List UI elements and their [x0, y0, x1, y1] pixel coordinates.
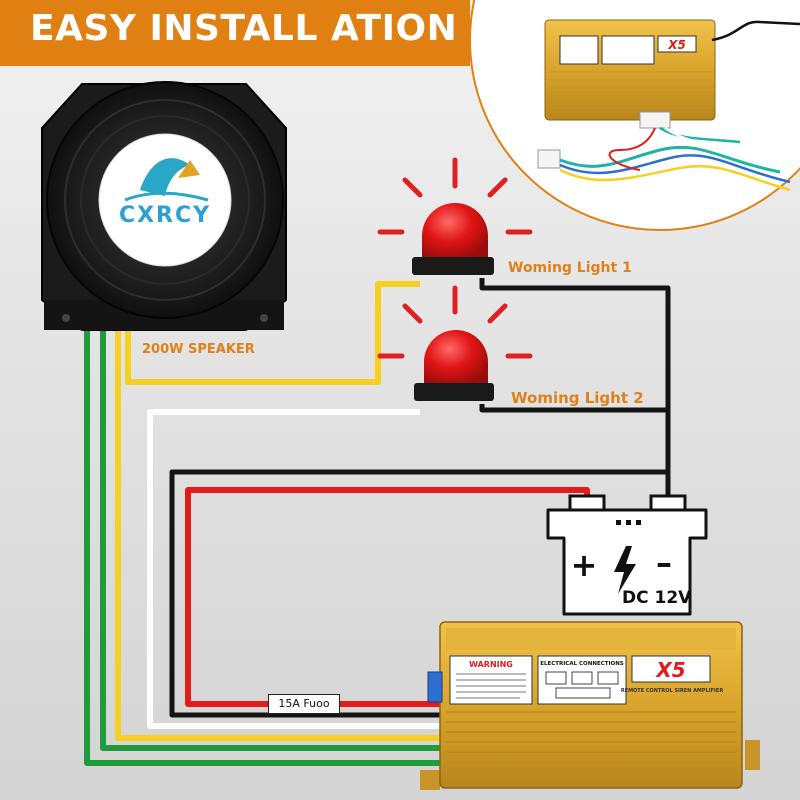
inset-wire-harness: [537, 111, 791, 192]
warning-light-1: [377, 157, 533, 275]
speaker-label: 200W SPEAKER: [142, 342, 255, 357]
speaker-brand-text: CXRCY: [119, 203, 211, 228]
battery: + –: [546, 494, 708, 616]
fuse-label: 15A Fuoo: [268, 694, 340, 714]
amp-connections-text: ELECTRICAL CONNECTIONS: [540, 661, 624, 667]
lightning-icon: [614, 546, 636, 594]
yellow-wire-2: [115, 330, 445, 741]
amp-model-text: X5: [654, 658, 685, 682]
header-banner: EASY INSTALL ATION: [0, 0, 470, 66]
battery-voltage-label: DC 12V: [622, 588, 692, 608]
green-wires: [84, 330, 445, 766]
page-title: EASY INSTALL ATION: [30, 8, 458, 49]
svg-text:X5: X5: [667, 38, 686, 52]
light-2-label: Woming Light 2: [511, 389, 644, 407]
inset-product-photo: X5: [469, 0, 800, 231]
siren-amplifier: WARNING ELECTRICAL CONNECTIONS X5 REMOTE…: [420, 621, 760, 790]
brand-logo-icon: [124, 158, 209, 202]
light1-ground-wire: [479, 278, 671, 505]
light-1-label: Woming Light 1: [508, 260, 632, 276]
warning-light-2: [377, 285, 533, 401]
speaker: CXRCY: [41, 81, 287, 331]
yellow-wire: [125, 281, 420, 385]
amp-subtitle-text: REMOTE CONTROL SIREN AMPLIFIER: [621, 688, 724, 694]
battery-minus: –: [656, 544, 672, 582]
white-wire: [147, 409, 445, 729]
light2-ground-wire: [479, 404, 668, 413]
battery-plus: +: [571, 546, 598, 584]
amp-warning-text: WARNING: [469, 660, 513, 669]
inset-amplifier: X5: [544, 19, 800, 121]
